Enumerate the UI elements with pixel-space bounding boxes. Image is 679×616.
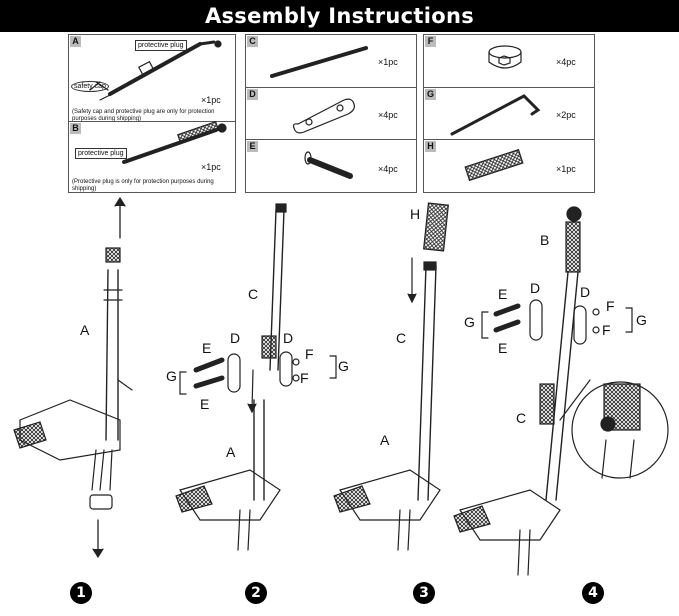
callout-protective-plug-b: protective plug bbox=[75, 148, 127, 159]
label-s3-c: C bbox=[396, 330, 407, 346]
label-s4-c: C bbox=[516, 410, 527, 426]
part-letter-b: B bbox=[70, 123, 81, 134]
part-qty-g: ×2pc bbox=[556, 110, 576, 120]
part-letter-h: H bbox=[425, 141, 436, 152]
label-s2-a: A bbox=[226, 444, 236, 460]
part-qty-b: ×1pc bbox=[201, 162, 221, 172]
label-s4-b: B bbox=[540, 232, 550, 248]
step-number-2: 2 bbox=[245, 582, 267, 604]
label-s4-e1: E bbox=[498, 286, 508, 302]
label-s4-e2: E bbox=[498, 340, 508, 356]
label-s2-f1: F bbox=[305, 346, 314, 362]
part-panel-d: D ×4pc bbox=[245, 87, 417, 140]
title-banner: Assembly Instructions bbox=[0, 0, 679, 32]
label-s4-f2: F bbox=[602, 322, 611, 338]
part-letter-a: A bbox=[70, 36, 81, 47]
part-letter-d: D bbox=[247, 89, 258, 100]
callout-protective-plug: protective plug bbox=[135, 40, 187, 51]
label-s4-g2: G bbox=[636, 312, 647, 328]
label-s2-g1: G bbox=[166, 368, 177, 384]
callout-safety-cap: safety cap bbox=[71, 81, 109, 92]
part-letter-f: F bbox=[425, 36, 436, 47]
step-3-drawing bbox=[333, 202, 450, 551]
part-qty-h: ×1pc bbox=[556, 164, 576, 174]
step-1-drawing bbox=[13, 247, 133, 559]
part-panel-f: F ×4pc bbox=[423, 34, 595, 88]
part-panel-g: G ×2pc bbox=[423, 87, 595, 140]
label-s3-h: H bbox=[410, 206, 421, 222]
part-letter-e: E bbox=[247, 141, 258, 152]
part-panel-a: A protective plug safety cap ×1pc (Safet… bbox=[68, 34, 236, 122]
step-4-drawing bbox=[453, 206, 669, 576]
label-s2-g2: G bbox=[338, 358, 349, 374]
label-s2-d1: D bbox=[230, 330, 241, 346]
part-letter-c: C bbox=[247, 36, 258, 47]
label-s2-d2: D bbox=[283, 330, 294, 346]
part-note-a: (Safety cap and protective plug are only… bbox=[72, 109, 215, 122]
step-2-drawing bbox=[175, 203, 337, 551]
label-s4-d2: D bbox=[580, 284, 591, 300]
part-qty-d: ×4pc bbox=[378, 110, 398, 120]
label-s4-d1: D bbox=[530, 280, 541, 296]
label-s2-c: C bbox=[248, 286, 259, 302]
part-panel-h: H ×1pc bbox=[423, 139, 595, 193]
part-qty-f: ×4pc bbox=[556, 57, 576, 67]
page-title: Assembly Instructions bbox=[204, 4, 475, 28]
step-number-1: 1 bbox=[70, 582, 92, 604]
step-number-4: 4 bbox=[582, 582, 604, 604]
label-s4-f1: F bbox=[606, 298, 615, 314]
part-panel-b: B protective plug ×1pc (Protective plug … bbox=[68, 121, 236, 193]
label-s2-e2: E bbox=[200, 396, 210, 412]
label-s3-a: A bbox=[380, 432, 390, 448]
label-s1-a: A bbox=[80, 322, 90, 338]
step-number-3: 3 bbox=[413, 582, 435, 604]
part-letter-g: G bbox=[425, 89, 436, 100]
label-s4-g1: G bbox=[464, 314, 475, 330]
label-s2-e1: E bbox=[202, 340, 212, 356]
label-s2-f2: F bbox=[300, 370, 309, 386]
part-qty-c: ×1pc bbox=[378, 57, 398, 67]
part-panel-c: C ×1pc bbox=[245, 34, 417, 88]
part-panel-e: E ×4pc bbox=[245, 139, 417, 193]
part-note-b: (Protective plug is only for protection … bbox=[72, 179, 214, 192]
part-qty-e: ×4pc bbox=[378, 164, 398, 174]
part-qty-a: ×1pc bbox=[201, 95, 221, 105]
